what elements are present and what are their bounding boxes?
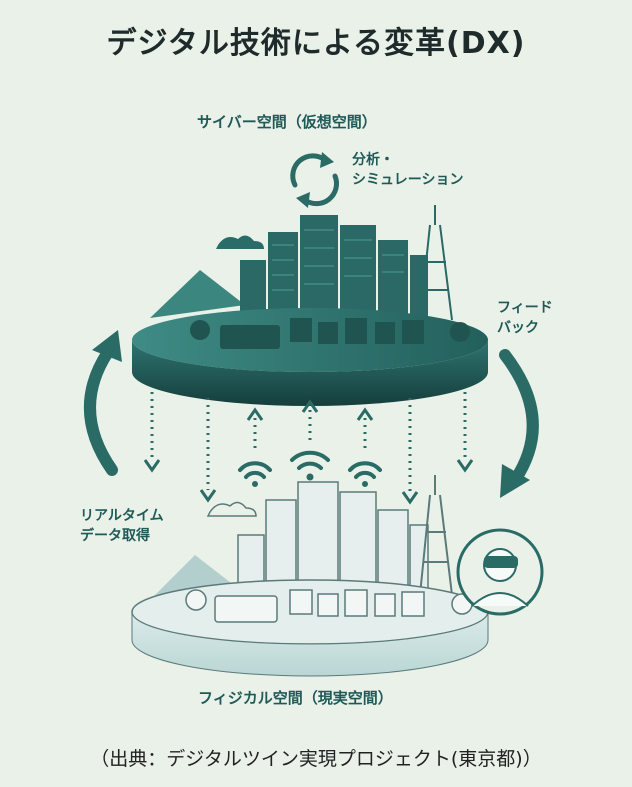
wifi-icon: [238, 450, 382, 479]
diagram-title: デジタル技術による変革(DX): [106, 26, 526, 61]
analysis-cycle-icon: [290, 153, 340, 207]
feedback-label-line2: バック: [497, 320, 539, 336]
analysis-label: 分析・ シミュレーション: [352, 150, 463, 190]
realtime-arrow: [84, 330, 122, 476]
dotted-arrows-up: [253, 410, 367, 452]
physical-platform: [131, 475, 489, 677]
vr-user-avatar: [456, 528, 544, 616]
analysis-label-line2: シミュレーション: [352, 172, 464, 188]
physical-space-label: フィジカル空間（現実空間）: [198, 689, 393, 707]
cyber-space-label: サイバー空間（仮想空間）: [197, 113, 377, 131]
realtime-label: リアルタイム データ取得: [80, 506, 164, 546]
feedback-arrow: [499, 349, 539, 498]
analysis-label-line1: 分析・: [352, 152, 394, 168]
source-caption: （出典：デジタルツイン実現プロジェクト(東京都)）: [90, 748, 542, 770]
feedback-label: フィード バック: [497, 298, 553, 338]
realtime-label-line1: リアルタイム: [80, 508, 164, 524]
cyber-platform: [132, 205, 488, 406]
feedback-label-line1: フィード: [497, 300, 553, 316]
realtime-label-line2: データ取得: [80, 528, 150, 544]
dotted-arrows-down: [150, 392, 467, 492]
